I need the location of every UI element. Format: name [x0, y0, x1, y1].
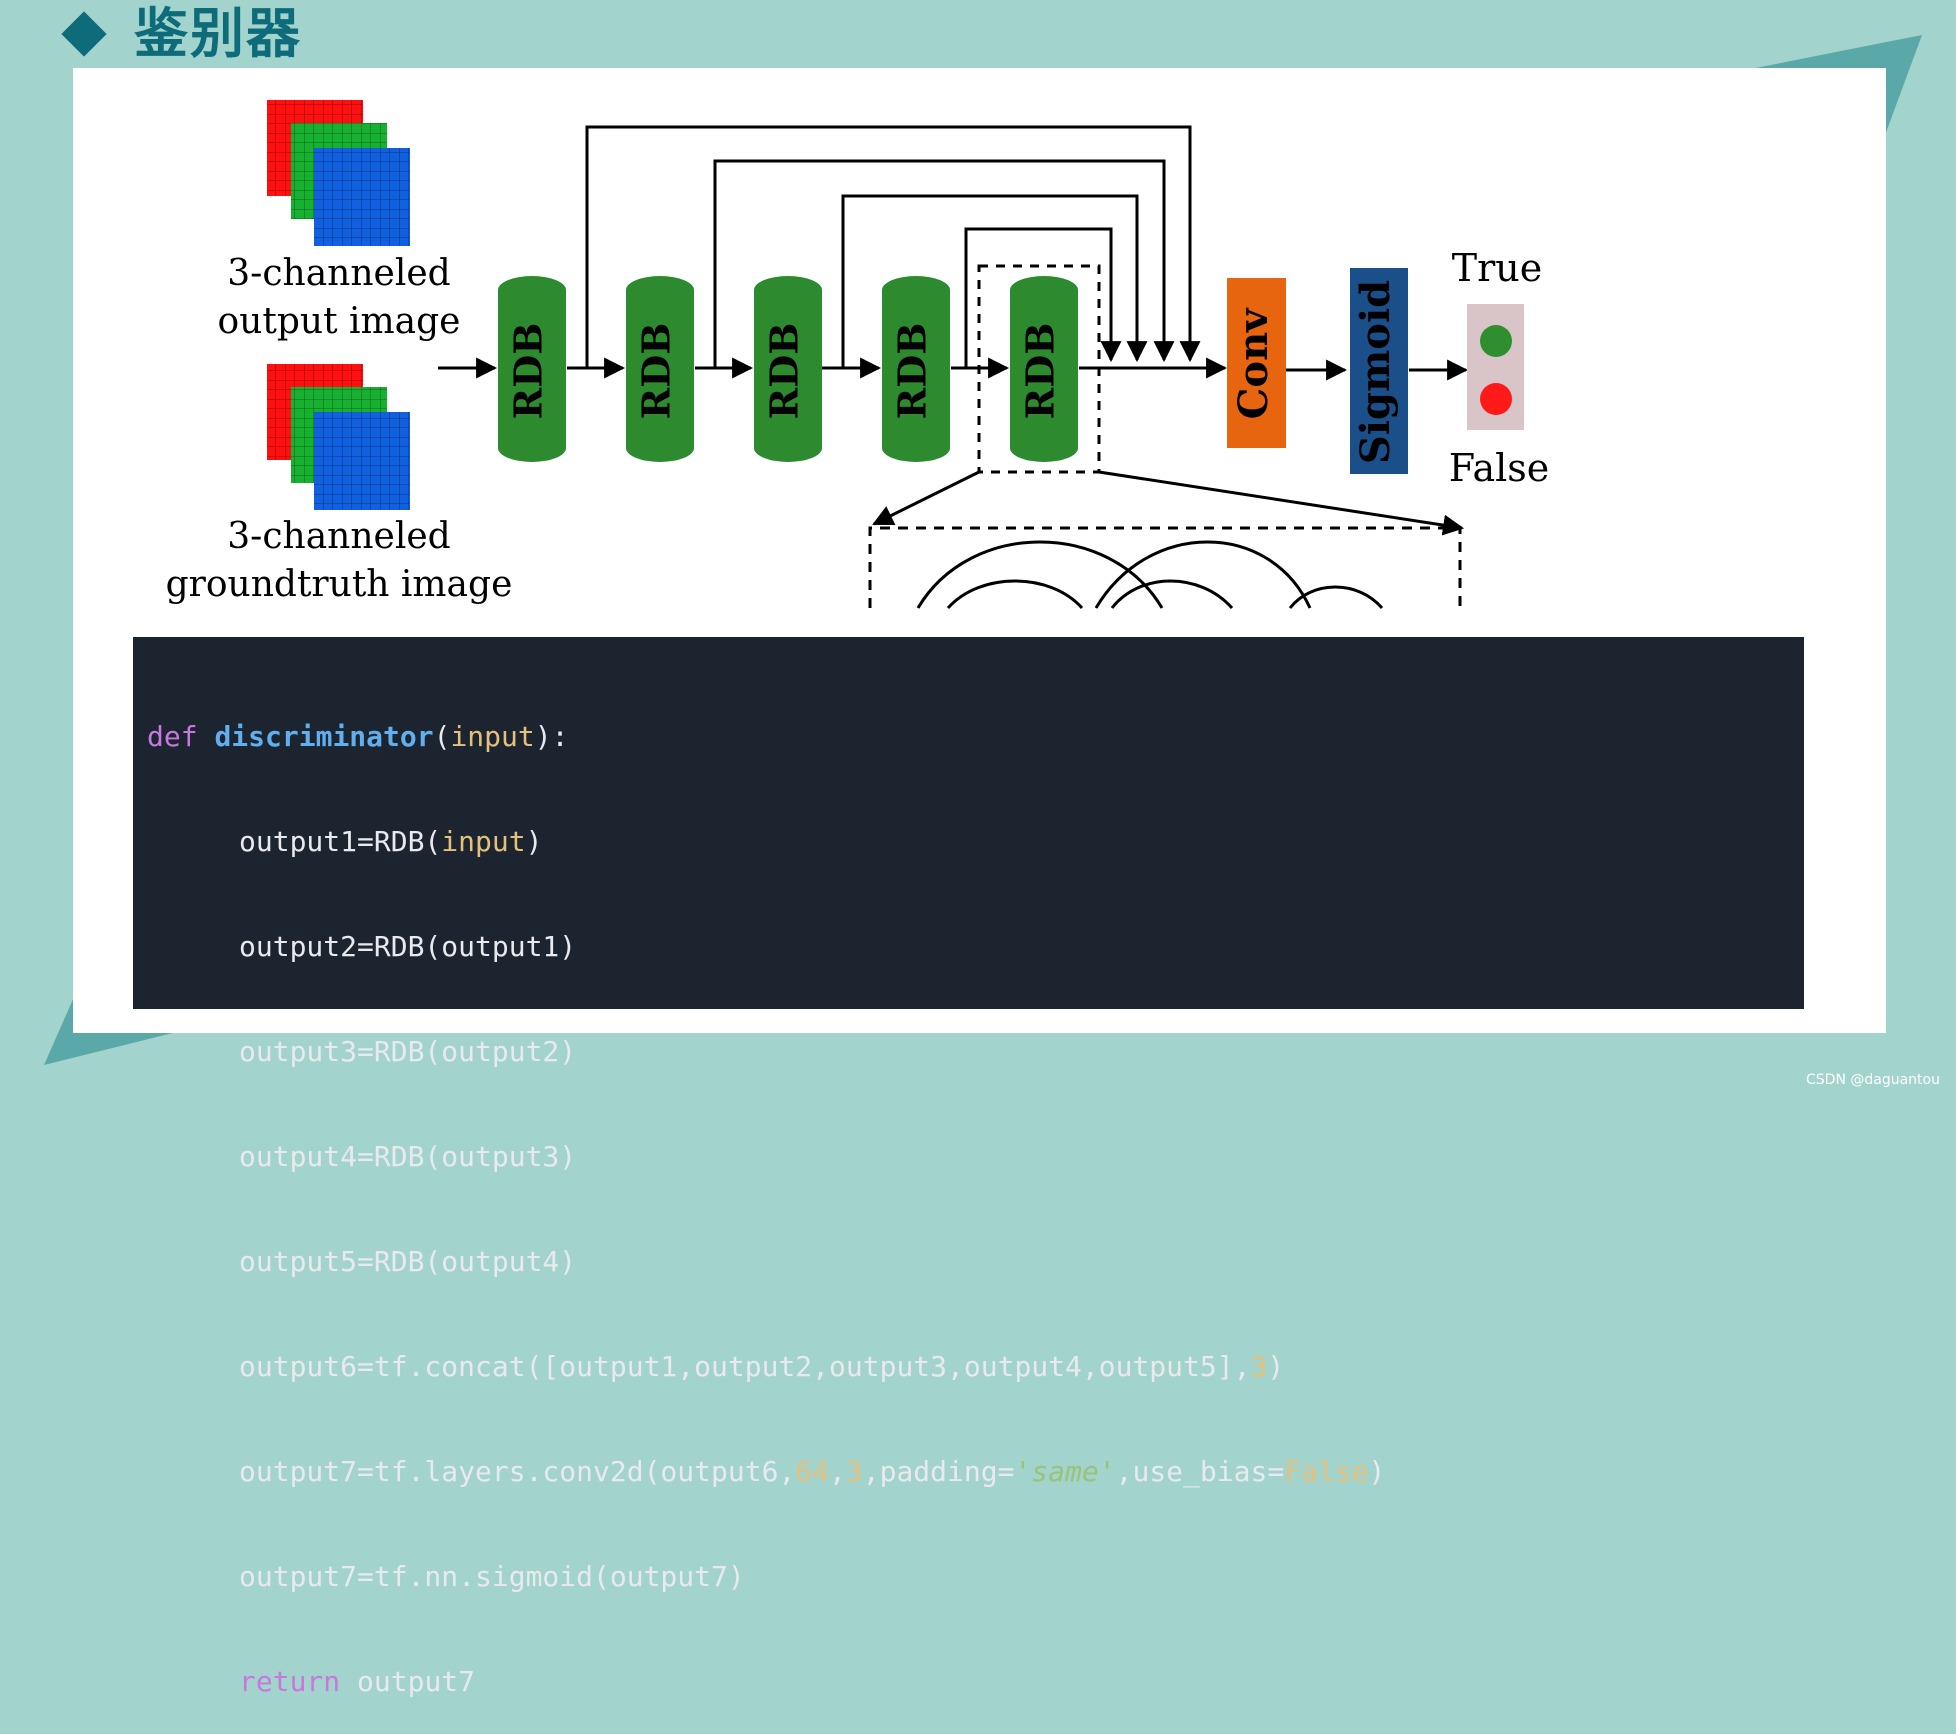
code-line-8: output7=tf.layers.conv2d(output6,64,3,pa…	[147, 1454, 1804, 1489]
rdb-label-1: RDB	[506, 323, 551, 420]
rdb-detail-panel	[868, 526, 1462, 609]
code-line-9: output7=tf.nn.sigmoid(output7)	[147, 1559, 1804, 1594]
flow-arrows	[438, 357, 1469, 381]
code-line-10: return output7	[147, 1664, 1804, 1699]
false-label: False	[1449, 446, 1550, 490]
true-label: True	[1452, 246, 1542, 290]
conv-label: Conv	[1230, 307, 1277, 420]
code-block: def discriminator(input): output1=RDB(in…	[133, 637, 1804, 1698]
conv-block: Conv	[1227, 278, 1286, 448]
code-boolean: False	[1284, 1455, 1369, 1488]
skip-connections	[585, 125, 1201, 368]
code-line-5: output4=RDB(output3)	[147, 1139, 1804, 1174]
sigmoid-label: Sigmoid	[1352, 280, 1399, 464]
rdb-label-3: RDB	[762, 323, 807, 420]
code-text: output7	[340, 1665, 476, 1698]
rdb-zoom-highlight	[977, 264, 1101, 474]
code-text: ,	[829, 1455, 846, 1488]
code-text: output6=tf.concat([output1,output2,outpu…	[239, 1350, 1251, 1383]
code-text: output3=RDB(output2)	[239, 1035, 577, 1068]
code-number: 3	[845, 1455, 863, 1488]
rdb-label-2: RDB	[634, 323, 679, 420]
code-text: output7=tf.layers.conv2d(output6,	[239, 1455, 796, 1488]
code-paren: ):	[534, 720, 569, 753]
code-keyword-return: return	[239, 1665, 341, 1698]
code-line-1: def discriminator(input):	[147, 719, 1804, 754]
code-line-3: output2=RDB(output1)	[147, 929, 1804, 964]
code-number: 64	[795, 1455, 830, 1488]
code-line-7: output6=tf.concat([output1,output2,outpu…	[147, 1349, 1804, 1384]
code-string: 'same'	[1014, 1455, 1116, 1488]
rdb-block-4: RDB	[882, 276, 950, 462]
output-image-label-line1: 3-channeled	[227, 253, 450, 294]
code-text: output1=RDB(	[239, 825, 442, 858]
code-text: output2=RDB(output1)	[239, 930, 577, 963]
rdb-block-5: RDB	[1010, 276, 1078, 462]
code-text: )	[1267, 1350, 1285, 1383]
discriminator-diagram: 3-channeled output image 3-channeled gro…	[166, 100, 1550, 609]
rdb-label-4: RDB	[890, 323, 935, 420]
output-image-stack-icon	[267, 100, 410, 246]
code-line-4: output3=RDB(output2)	[147, 1034, 1804, 1069]
code-paren: (	[433, 720, 451, 753]
sigmoid-block: Sigmoid	[1350, 268, 1408, 474]
rdb-block-3: RDB	[754, 276, 822, 462]
true-dot-icon	[1480, 325, 1512, 357]
code-text: output7=tf.nn.sigmoid(output7)	[239, 1560, 745, 1593]
code-text: ,padding=	[862, 1455, 1015, 1488]
code-text: ,use_bias=	[1115, 1455, 1285, 1488]
code-text: )	[525, 825, 543, 858]
rdb-block-2: RDB	[626, 276, 694, 462]
code-text: )	[1368, 1455, 1386, 1488]
code-text: output4=RDB(output3)	[239, 1140, 577, 1173]
rdb-block-1: RDB	[498, 276, 566, 462]
groundtruth-label-line1: 3-channeled	[227, 516, 450, 557]
groundtruth-image-stack-icon	[267, 364, 410, 510]
code-text: output5=RDB(output4)	[239, 1245, 577, 1278]
code-line-6: output5=RDB(output4)	[147, 1244, 1804, 1279]
code-keyword-def: def	[147, 720, 198, 753]
slide-title-text: 鉴别器	[134, 2, 302, 65]
code-number: 3	[1250, 1350, 1268, 1383]
rdb-label-5: RDB	[1018, 323, 1063, 420]
output-image-label-line2: output image	[218, 301, 461, 342]
watermark: CSDN @daguantou	[1806, 1072, 1940, 1088]
groundtruth-label-line2: groundtruth image	[166, 564, 513, 605]
zoom-arrows	[872, 470, 1465, 536]
code-param: input	[450, 720, 535, 753]
slide-title: 鉴别器	[60, 0, 302, 68]
code-function-name: discriminator	[214, 720, 434, 753]
false-dot-icon	[1480, 383, 1512, 415]
code-param: input	[441, 825, 526, 858]
code-line-2: output1=RDB(input)	[147, 824, 1804, 859]
